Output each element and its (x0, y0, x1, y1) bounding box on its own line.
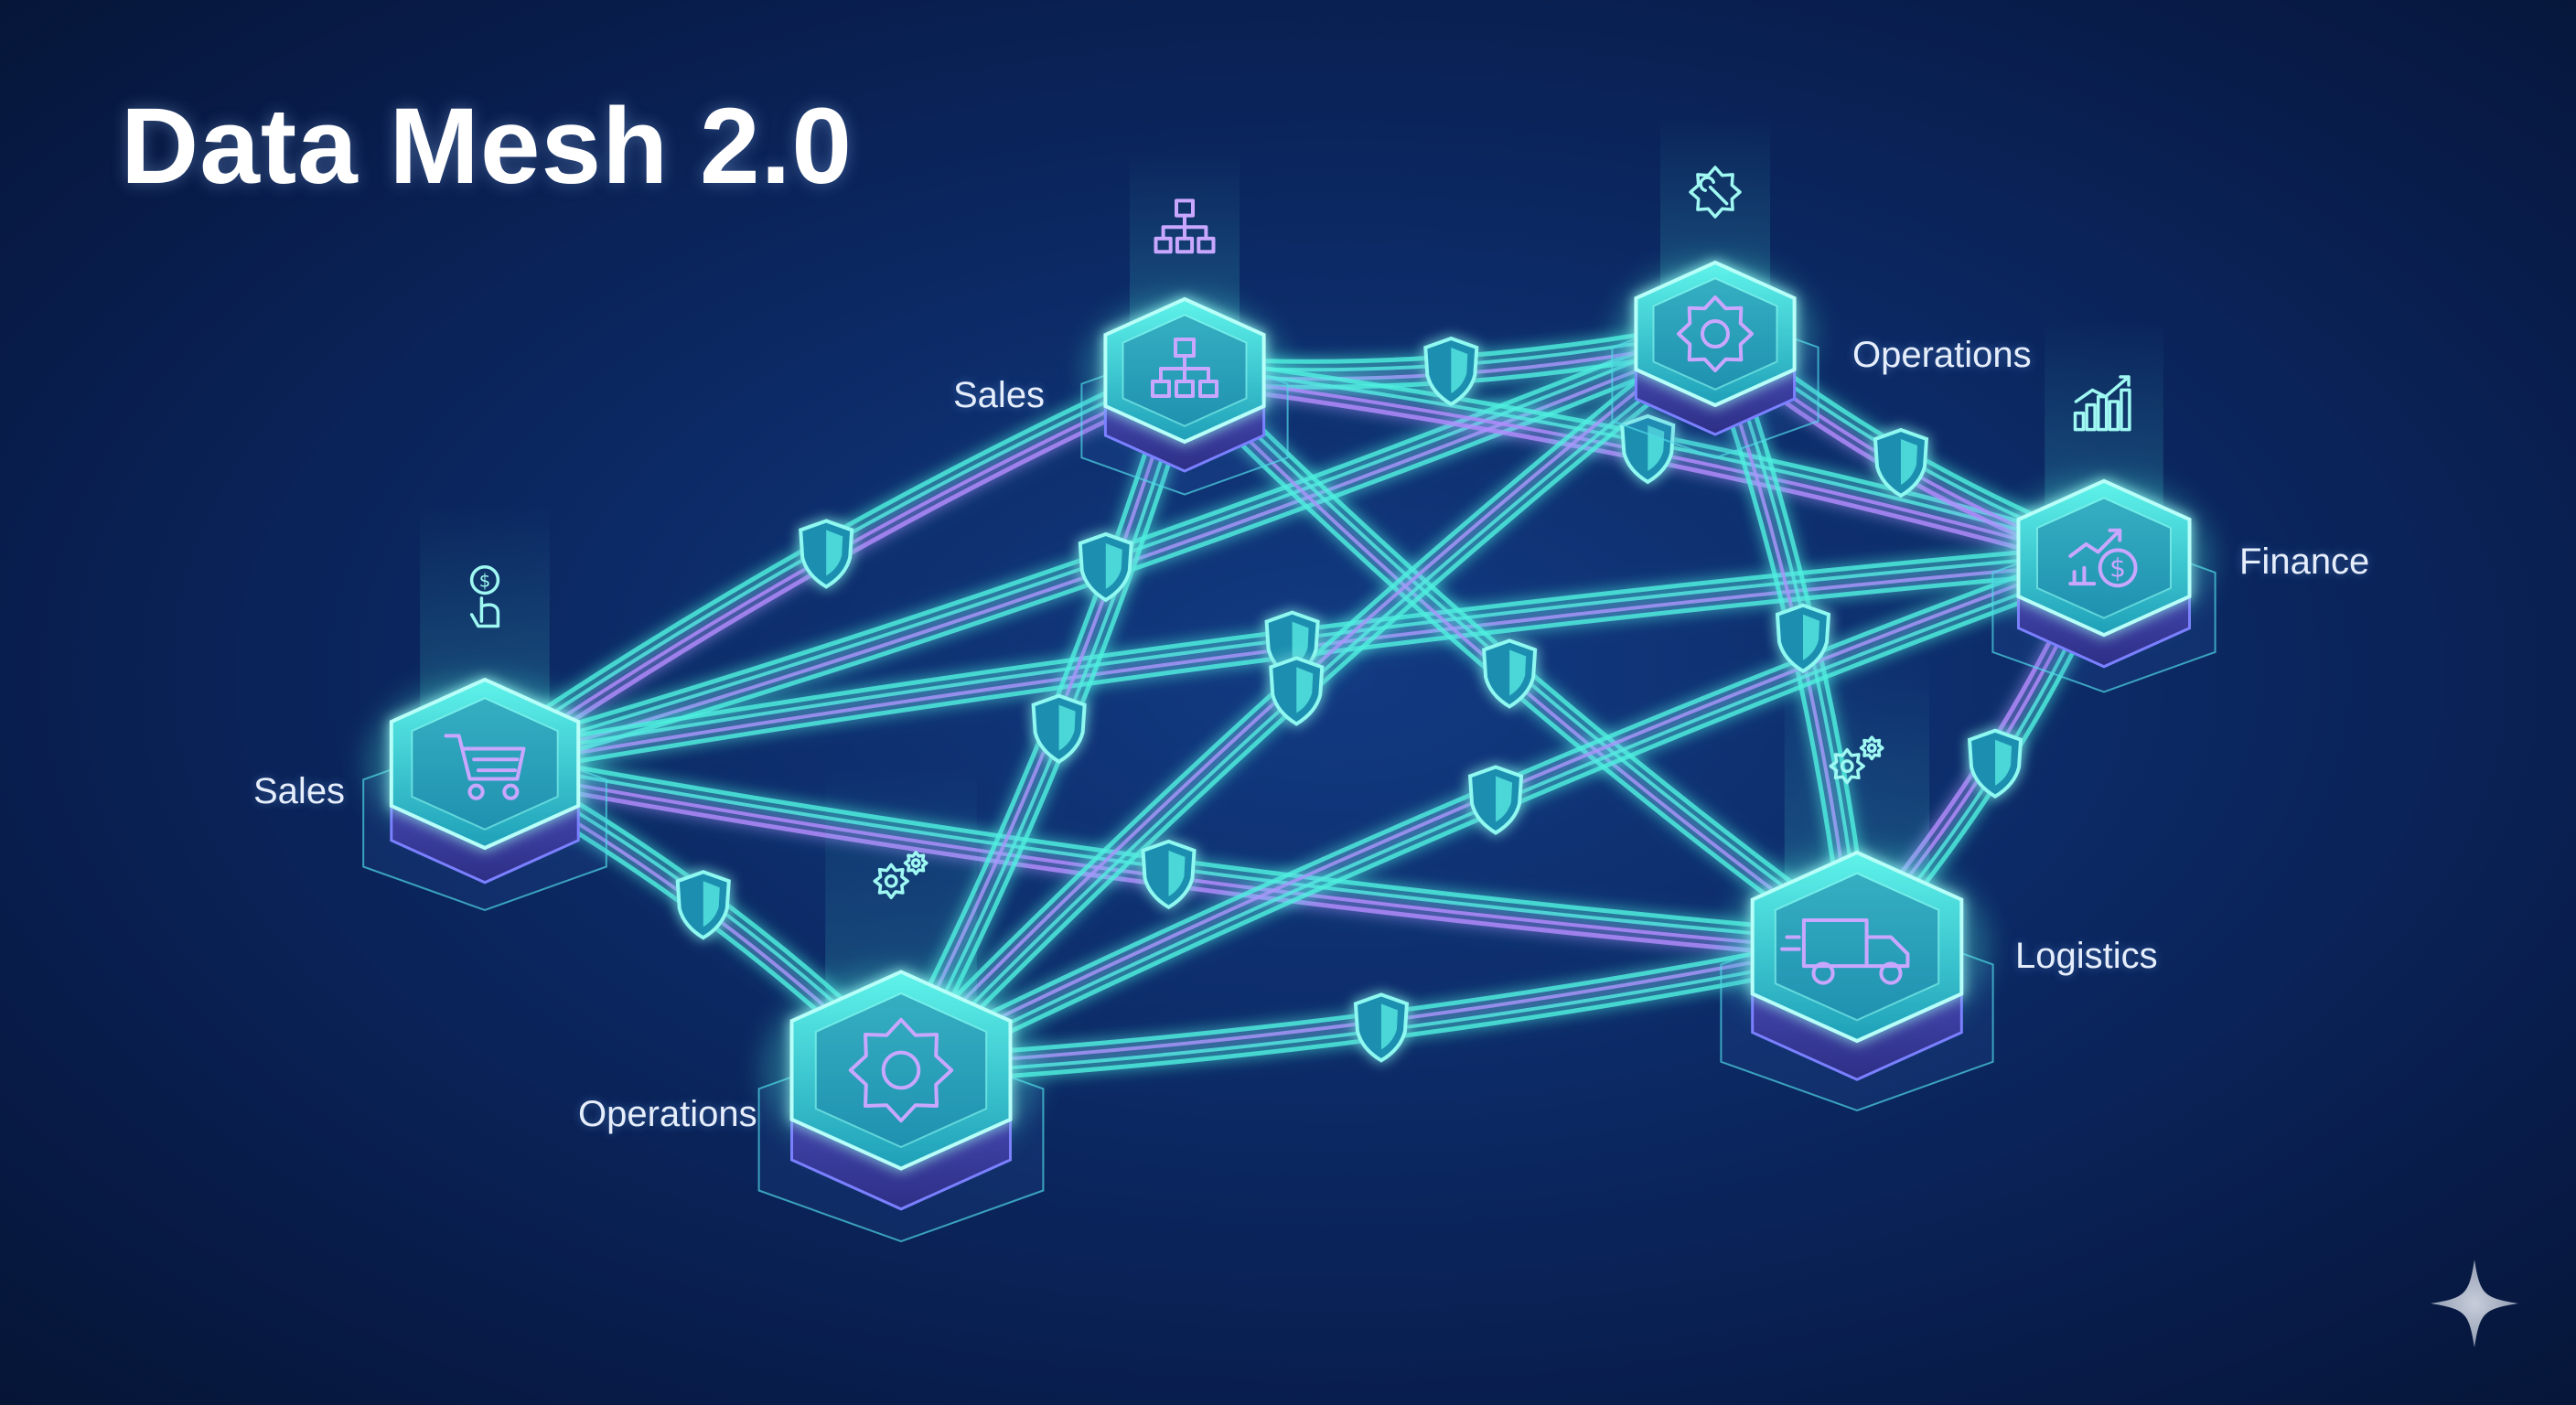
node-operations-top (1611, 114, 1819, 459)
node-label-finance: Finance (2239, 542, 2370, 582)
shield-icon (1620, 413, 1676, 485)
shield-icon (1269, 656, 1325, 726)
shopping-cart-icon (444, 734, 526, 800)
gears-icon (873, 851, 928, 900)
node-sales-left: $ (362, 504, 607, 912)
shield-icon (1141, 839, 1197, 910)
sparkle-icon (2431, 1260, 2518, 1347)
gears-icon (1829, 735, 1884, 785)
svg-text:$: $ (479, 570, 491, 591)
svg-text:$: $ (2109, 553, 2126, 584)
gear-icon (848, 1017, 954, 1123)
node-finance: $ (1991, 320, 2216, 693)
shield-icon (1482, 638, 1538, 709)
bar-chart-icon (2073, 375, 2131, 432)
shield-icon (799, 519, 854, 589)
nodes-layer: $$ (362, 114, 2216, 1243)
page-title: Data Mesh 2.0 (121, 86, 853, 207)
gear-icon (1677, 295, 1754, 372)
shield-icon (1423, 336, 1479, 407)
gear-wrench-icon (1689, 166, 1742, 219)
node-logistics (1720, 657, 1994, 1112)
node-label-operations-top: Operations (1852, 335, 2032, 375)
shield-icon (1467, 765, 1524, 835)
shield-icon (1078, 531, 1133, 603)
shield-icon (675, 870, 731, 940)
hierarchy-icon (1151, 338, 1218, 398)
node-label-sales-left: Sales (253, 771, 346, 811)
truck-icon (1780, 917, 1910, 985)
node-label-operations-bottom: Operations (578, 1094, 757, 1134)
shield-icon (1353, 992, 1410, 1063)
shield-icon (1967, 728, 2023, 799)
node-label-logistics: Logistics (2015, 936, 2158, 976)
hand-coin-icon: $ (469, 564, 500, 628)
node-label-sales-top: Sales (953, 375, 1046, 415)
hierarchy-icon (1154, 198, 1216, 254)
shields-layer (675, 336, 2023, 1063)
node-operations-bottom (757, 767, 1045, 1243)
dollar-chart-icon: $ (2068, 528, 2138, 588)
node-sales-top (1080, 151, 1289, 496)
shield-icon (1873, 427, 1929, 499)
shield-icon (1031, 693, 1087, 764)
